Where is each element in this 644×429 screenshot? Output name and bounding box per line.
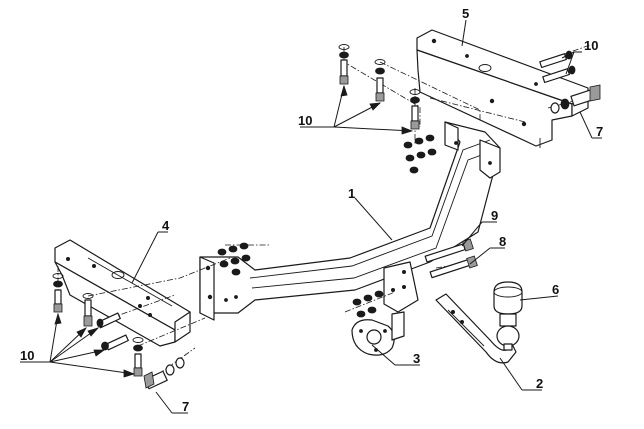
callout-8: 8 (499, 234, 506, 249)
callout-10-top-right: 10 (584, 38, 598, 53)
nut-stack-top (403, 134, 437, 174)
top-fastener-cluster (338, 44, 437, 174)
callout-7-right: 7 (596, 124, 603, 139)
callout-labels: 1 2 3 4 5 6 7 7 8 9 10 10 10 (20, 6, 603, 414)
callout-7-left: 7 (182, 399, 189, 414)
right-side-bracket (416, 29, 589, 148)
callout-3: 3 (413, 351, 420, 366)
bolt-9 (424, 238, 474, 263)
callout-9: 9 (491, 208, 498, 223)
callout-1: 1 (348, 186, 355, 201)
left-fastener-cluster (52, 242, 251, 390)
main-cross-beam (199, 121, 501, 321)
nut-stack-left (217, 242, 251, 276)
callout-2: 2 (536, 376, 543, 391)
nut-stack-mount (352, 290, 384, 318)
callout-6: 6 (552, 282, 559, 297)
callout-10-top-left: 10 (298, 113, 312, 128)
tow-ball (493, 281, 523, 351)
callout-5: 5 (462, 6, 469, 21)
arrowheads (54, 84, 414, 378)
socket-plate (351, 311, 405, 356)
right-fastener-cluster (539, 50, 601, 114)
callout-4: 4 (162, 218, 170, 233)
callout-10-left: 10 (20, 348, 34, 363)
ball-mount-plate (383, 261, 419, 313)
left-side-bracket (54, 239, 191, 347)
